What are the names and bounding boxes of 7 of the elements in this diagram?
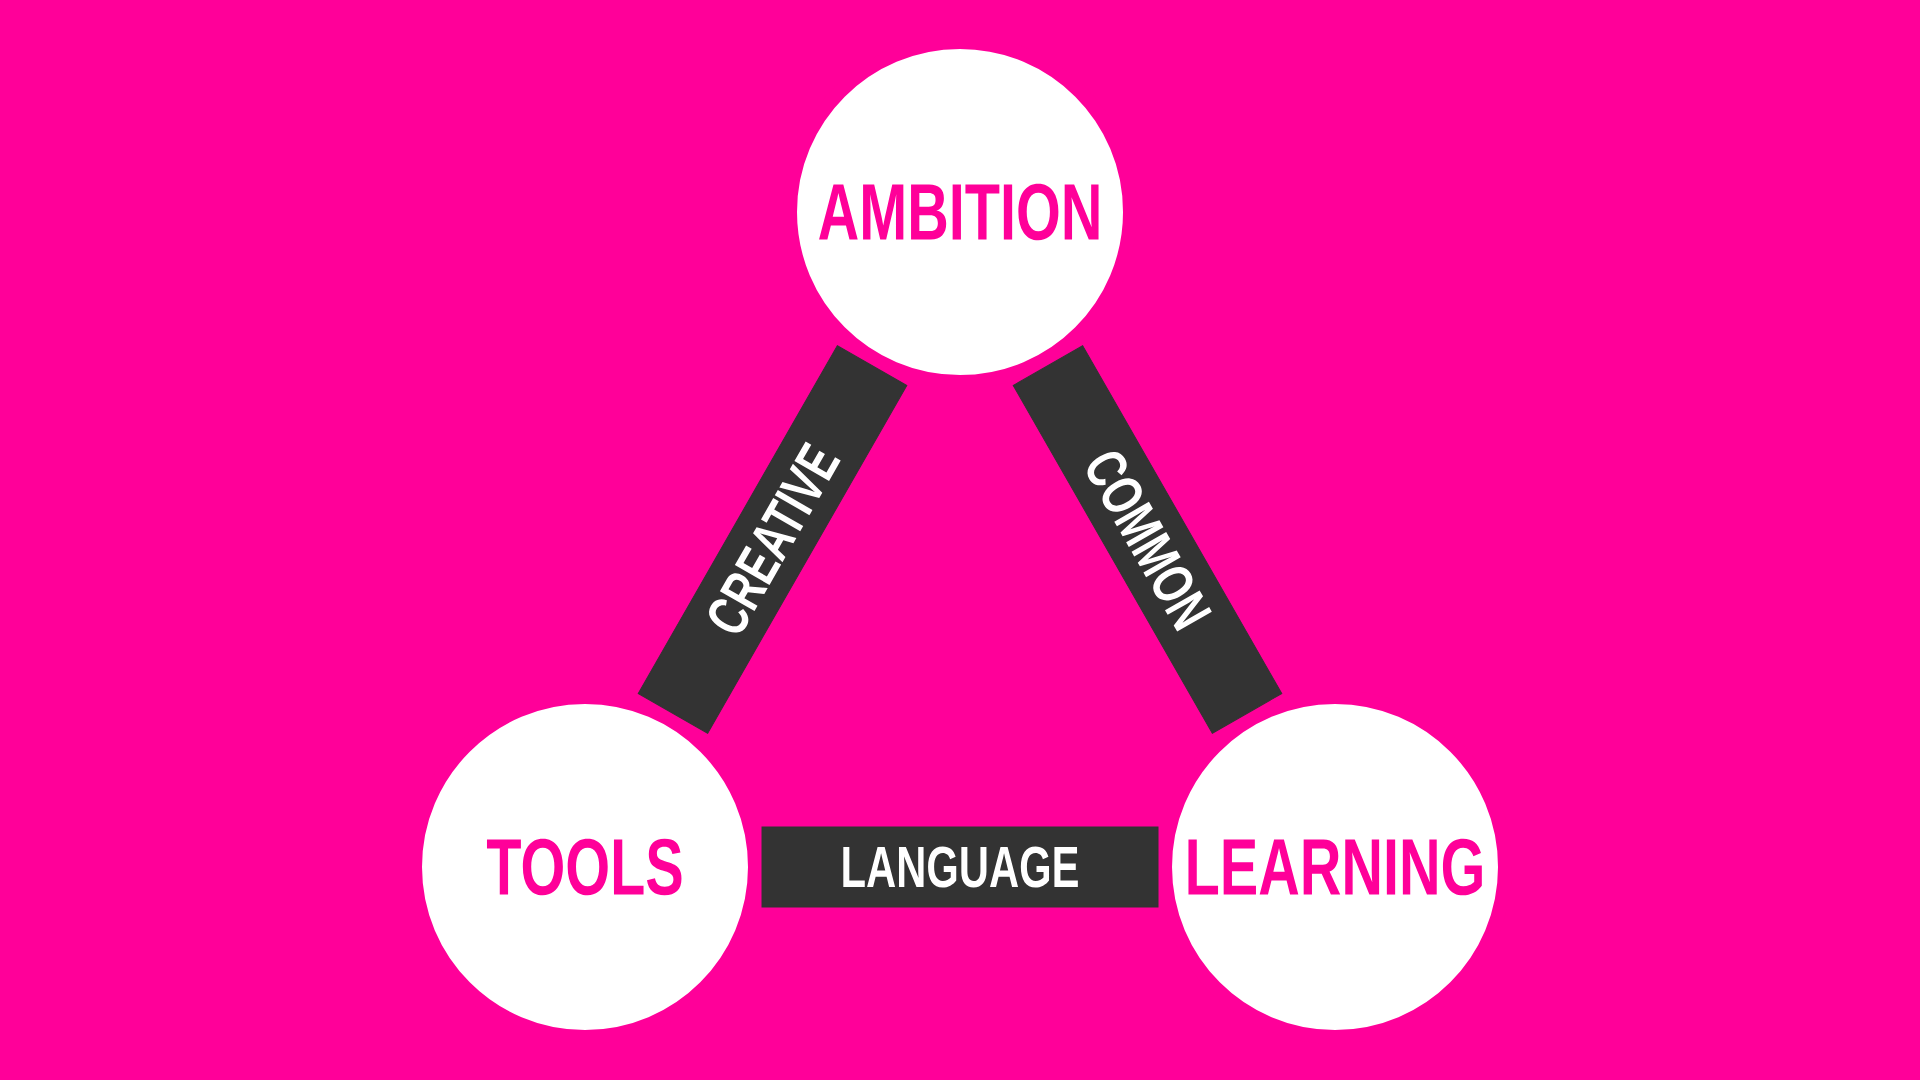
circle-node: TOOLS	[408, 690, 762, 1044]
band-connector	[761, 826, 1159, 908]
circle-node: LEARNING	[1158, 690, 1512, 1044]
band-connector	[637, 345, 908, 734]
circle-node: AMBITION	[783, 35, 1137, 389]
band-connector	[1012, 345, 1283, 734]
edge-label: LANGUAGE	[843, 846, 1078, 888]
